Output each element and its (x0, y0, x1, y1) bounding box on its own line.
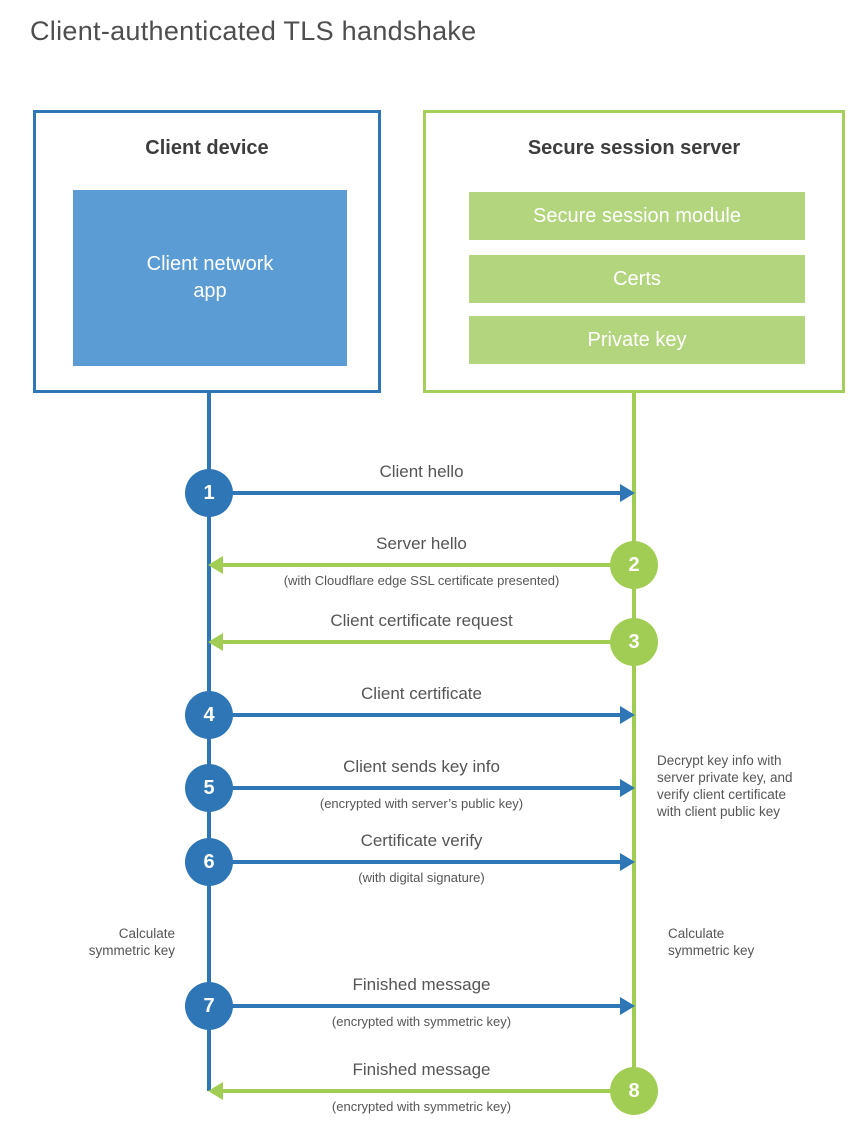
secure-session-module-bar: Secure session module (469, 192, 805, 240)
client-network-app-box: Client network app (73, 190, 347, 366)
step-5-sublabel: (encrypted with server’s public key) (319, 796, 524, 811)
step-1-label: Client hello (379, 462, 464, 481)
step-5-label: Client sends key info (343, 757, 500, 776)
step-3-label: Client certificate request (330, 611, 513, 630)
server-calculate-symmetric-key-note: Calculate symmetric key (668, 926, 755, 958)
step-2-arrow-left-icon (208, 556, 634, 574)
client-device-box: Client device Client network app (33, 110, 381, 393)
server-decrypt-note: Decrypt key info with server private key… (657, 753, 793, 819)
step-1-badge: 1 (185, 469, 233, 517)
secure-session-server-box: Secure session server Secure session mod… (423, 110, 845, 393)
step-2-sublabel: (with Cloudflare edge SSL certificate pr… (283, 573, 560, 588)
step-8-arrow-left-icon (208, 1082, 634, 1100)
server-lifeline (632, 393, 636, 1091)
step-3-arrow-left-icon (208, 633, 634, 651)
step-3-badge: 3 (610, 618, 658, 666)
certs-bar: Certs (469, 255, 805, 303)
client-lifeline (207, 393, 211, 1091)
step-5-badge: 5 (185, 764, 233, 812)
step-7-arrow-right-icon (209, 997, 635, 1015)
step-5-arrow-right-icon (209, 779, 635, 797)
step-7-label: Finished message (352, 975, 491, 994)
secure-session-server-title: Secure session server (527, 137, 741, 159)
step-2-badge: 2 (610, 541, 658, 589)
client-calculate-symmetric-key-note: Calculate symmetric key (88, 926, 175, 958)
step-6-label: Certificate verify (360, 831, 483, 850)
step-8-label: Finished message (352, 1060, 491, 1079)
step-4-badge: 4 (185, 691, 233, 739)
step-2-label: Server hello (376, 534, 467, 553)
private-key-bar: Private key (469, 316, 805, 364)
step-4-arrow-right-icon (209, 706, 635, 724)
step-1-arrow-right-icon (209, 484, 635, 502)
step-4-label: Client certificate (361, 684, 482, 703)
step-6-sublabel: (with digital signature) (358, 870, 485, 885)
page-title: Client-authenticated TLS handshake (30, 16, 477, 46)
step-7-badge: 7 (185, 982, 233, 1030)
step-8-badge: 8 (610, 1067, 658, 1115)
step-7-sublabel: (encrypted with symmetric key) (331, 1014, 512, 1029)
step-6-badge: 6 (185, 838, 233, 886)
client-device-title: Client device (145, 137, 269, 159)
step-6-arrow-right-icon (209, 853, 635, 871)
step-8-sublabel: (encrypted with symmetric key) (331, 1099, 512, 1114)
